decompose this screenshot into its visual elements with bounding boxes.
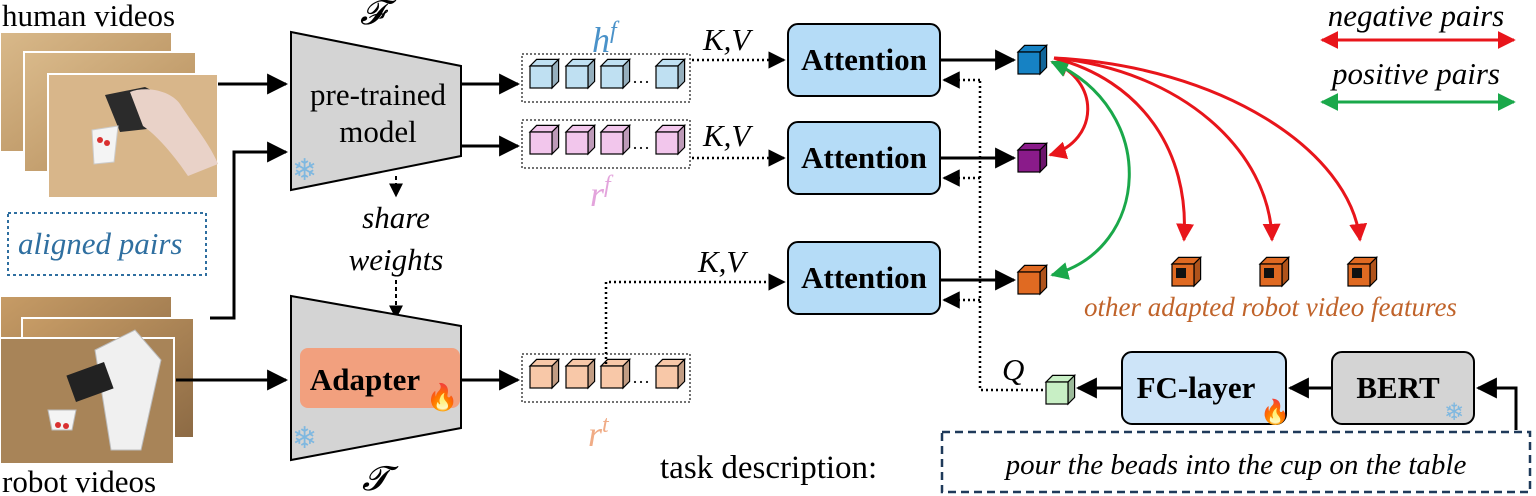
rf-feature-frame bbox=[521, 119, 691, 169]
kv-arrow-3 bbox=[604, 273, 786, 364]
attention-box-3 bbox=[787, 241, 941, 315]
negative-arrow-f3 bbox=[1053, 56, 1368, 242]
other-feature-pattern bbox=[1352, 268, 1362, 278]
other-feature-pattern bbox=[1176, 268, 1186, 278]
rt-feature-cube bbox=[599, 357, 632, 390]
attention-label-3: Attention bbox=[801, 260, 927, 295]
rt-feature-cube bbox=[564, 357, 597, 390]
rf-feature-cube bbox=[654, 123, 687, 156]
rf-feature-sequence: ··· bbox=[521, 119, 691, 169]
other-feature-cube bbox=[1170, 255, 1203, 288]
frozen-model-symbol: 𝓕 bbox=[360, 0, 397, 32]
hf-label: hf bbox=[592, 18, 620, 60]
trainable-model-symbol: 𝓣 bbox=[362, 461, 399, 496]
hf-feature-cube bbox=[564, 57, 597, 90]
task-text: pour the beads into the cup on the table bbox=[1004, 449, 1467, 481]
robot-to-encoder-arrow bbox=[210, 141, 289, 320]
other-feature-pattern bbox=[1264, 268, 1274, 278]
rf-feature-cube bbox=[528, 123, 561, 156]
negative-pairs-label: negative pairs bbox=[1328, 0, 1505, 33]
rt-feature-sequence: ··· bbox=[521, 353, 691, 403]
q-label: Q bbox=[1002, 352, 1024, 387]
task-text-box bbox=[940, 430, 1532, 494]
hf-feature-ellipsis: ··· bbox=[632, 72, 650, 92]
snowflake-icon-adapter: ❄ bbox=[292, 421, 317, 456]
adapter-label: Adapter bbox=[310, 362, 420, 397]
other-feature-cubes bbox=[1170, 255, 1379, 288]
fire-icon-fc: 🔥 bbox=[1260, 398, 1290, 426]
kv-label-2: K,V bbox=[702, 118, 753, 153]
rf-feature-ellipsis: ··· bbox=[632, 138, 650, 158]
negative-arrow-rf bbox=[1048, 59, 1090, 159]
other-feature-cube bbox=[1258, 255, 1291, 288]
fire-icon: 🔥 bbox=[426, 382, 458, 413]
snowflake-icon-bert: ❄ bbox=[1444, 398, 1464, 426]
other-feature-cube bbox=[1346, 255, 1379, 288]
other-features-label: other adapted robot video features bbox=[1084, 292, 1457, 322]
share-line1: share bbox=[362, 200, 430, 235]
pretrained-model-trapezoid bbox=[290, 30, 462, 192]
hf-feature-cube bbox=[599, 57, 632, 90]
task-to-bert-arrow bbox=[1475, 377, 1518, 430]
rf-label: rf bbox=[590, 172, 614, 214]
rt-label: rt bbox=[588, 412, 610, 454]
rt-feature-cube bbox=[654, 357, 687, 390]
hf-feature-cube bbox=[654, 57, 687, 90]
positive-pairs-label: positive pairs bbox=[1330, 56, 1500, 91]
attention-label-2: Attention bbox=[801, 140, 927, 175]
output-cube-hf bbox=[1016, 43, 1049, 76]
output-cubes bbox=[1016, 43, 1077, 406]
pretrained-line2: model bbox=[339, 114, 417, 149]
kv-label-3: K,V bbox=[697, 244, 748, 279]
output-cube-rf bbox=[1016, 141, 1049, 174]
rf-feature-cube bbox=[564, 123, 597, 156]
fc-layer-label: FC-layer bbox=[1137, 370, 1256, 405]
query-cube bbox=[1044, 373, 1077, 406]
negative-arrow-f1 bbox=[1053, 56, 1195, 242]
kv-label-1: K,V bbox=[702, 22, 753, 57]
rt-feature-ellipsis: ··· bbox=[632, 372, 650, 392]
hf-feature-sequence: ··· bbox=[521, 53, 691, 103]
hf-feature-frame bbox=[521, 53, 691, 103]
robot-video-frames bbox=[0, 295, 195, 465]
hf-feature-cube bbox=[528, 57, 561, 90]
human-video-frames bbox=[0, 31, 219, 199]
attention-label-1: Attention bbox=[801, 42, 927, 77]
rt-feature-cube bbox=[528, 357, 561, 390]
aligned-pairs-box bbox=[7, 212, 207, 276]
aligned-pairs-label: aligned pairs bbox=[18, 226, 182, 261]
pretrained-line1: pre-trained bbox=[310, 77, 446, 112]
snowflake-icon: ❄ bbox=[292, 153, 317, 188]
robot-videos-label: robot videos bbox=[2, 464, 156, 496]
output-cube-rt bbox=[1016, 263, 1049, 296]
rf-feature-cube bbox=[599, 123, 632, 156]
bert-label: BERT bbox=[1356, 370, 1440, 405]
task-description-label: task description: bbox=[660, 450, 877, 486]
share-line2: weights bbox=[349, 242, 444, 277]
adapter-box bbox=[300, 348, 460, 408]
positive-arrow-rt bbox=[1050, 60, 1131, 280]
negative-arrow-f2 bbox=[1053, 56, 1281, 242]
query-path bbox=[978, 80, 1048, 392]
human-videos-label: human videos bbox=[2, 0, 175, 33]
